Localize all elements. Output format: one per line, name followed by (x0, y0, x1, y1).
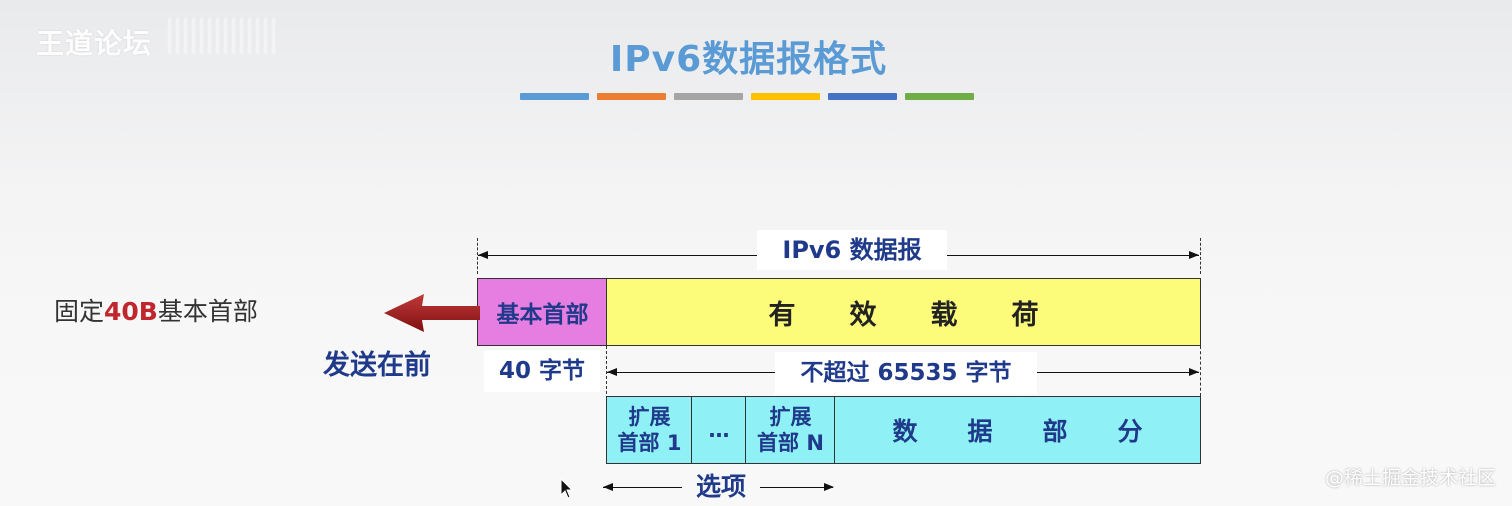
faint-watermark-graphic (168, 18, 278, 54)
ext-n-line-1: 扩展 (769, 405, 812, 429)
juejin-watermark: @稀土掘金技术社区 (1324, 467, 1496, 489)
datagram-right-tick (1200, 238, 1201, 274)
send-first-label: 发送在前 (323, 350, 431, 381)
color-bar-segment-4 (751, 93, 820, 100)
datagram-left-tick (477, 238, 478, 274)
color-bar-segment-6 (905, 93, 974, 100)
fixed-header-note: 固定40B基本首部 (54, 292, 258, 328)
datagram-label: IPv6 数据报 (757, 230, 947, 270)
base-header-size: 40 字节 (484, 350, 600, 392)
mouse-cursor-icon (560, 478, 574, 499)
data-part-label: 数 据 部 分 (892, 417, 1143, 446)
base-header-cell: 基本首部 (477, 278, 608, 346)
base-header-label: 基本首部 (496, 302, 589, 328)
fixed-prefix: 固定 (54, 297, 105, 326)
datagram-arrow-left (478, 251, 488, 259)
color-bar-segment-1 (520, 93, 589, 100)
payload-cell: 有 效 载 荷 (606, 278, 1201, 346)
fixed-size: 40B (104, 297, 158, 326)
send-first-arrow (384, 294, 480, 332)
extension-header-1: 扩展 首部 1 (606, 396, 693, 464)
options-arrow-right (824, 483, 834, 491)
ext-1-line-1: 扩展 (628, 405, 671, 429)
payload-label: 有 效 载 荷 (768, 299, 1039, 331)
color-bar-segment-5 (828, 93, 897, 100)
fixed-suffix: 基本首部 (157, 297, 258, 326)
options-arrow-left (603, 483, 613, 491)
payload-arrow-right (1189, 368, 1199, 376)
title-color-bar (520, 93, 974, 100)
forum-watermark: 王道论坛 (36, 27, 153, 60)
color-bar-segment-3 (674, 93, 743, 100)
color-bar-segment-2 (597, 93, 666, 100)
extension-ellipsis: … (691, 396, 747, 464)
extension-header-n: 扩展 首部 N (745, 396, 836, 464)
options-label: 选项 (682, 468, 760, 506)
slide-title: IPv6数据报格式 (609, 39, 888, 80)
ellipsis-text: … (708, 418, 730, 442)
ext-n-line-2: 首部 N (757, 431, 824, 455)
payload-size-label: 不超过 65535 字节 (775, 352, 1037, 394)
payload-right-tick (1200, 346, 1201, 396)
ext-1-line-2: 首部 1 (617, 431, 682, 455)
datagram-arrow-right (1189, 251, 1199, 259)
payload-arrow-left (607, 368, 617, 376)
data-part-cell: 数 据 部 分 (834, 396, 1201, 464)
